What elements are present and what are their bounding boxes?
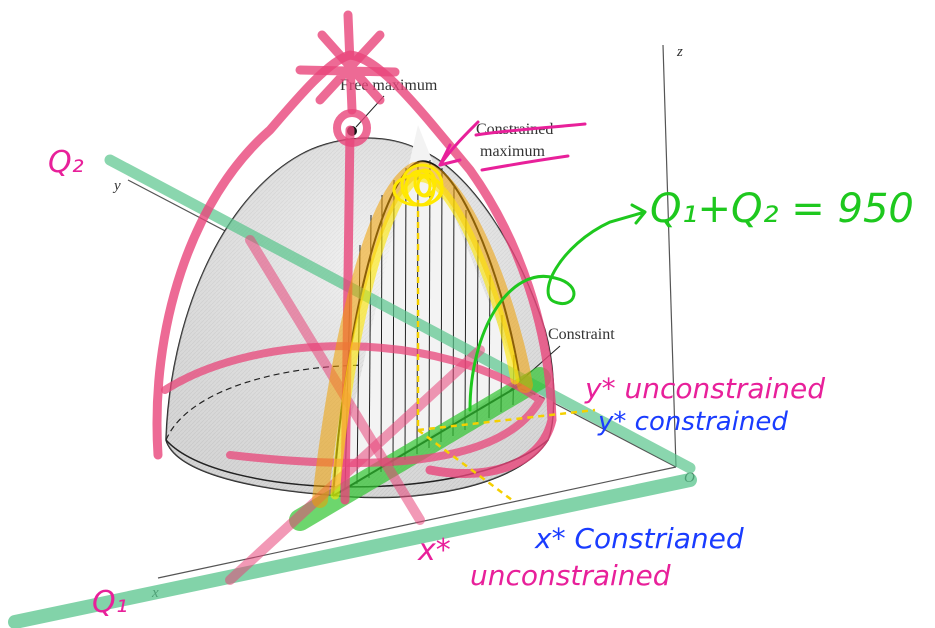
q2-label: Q₂ bbox=[48, 145, 84, 180]
constrained-curve-orange bbox=[312, 161, 533, 508]
constraint-label: Constraint bbox=[548, 326, 615, 343]
dome-pink-outline bbox=[152, 50, 557, 478]
constrained-max-arrow bbox=[438, 120, 480, 167]
free-max-pink-star bbox=[295, 10, 400, 115]
q1-axis-highlight bbox=[8, 473, 697, 628]
constraint-equation: Q₁+Q₂ = 950 bbox=[650, 186, 914, 232]
x-unconstrained-label-1: x* bbox=[417, 533, 451, 568]
equation-pointer-curve bbox=[468, 203, 647, 412]
constraint-slice-plane bbox=[333, 125, 520, 496]
x-star-dashed bbox=[417, 428, 513, 502]
y-axis-label: y bbox=[112, 178, 121, 194]
y-constrained-label: y* constrained bbox=[597, 407, 788, 437]
pink-diagonal-1 bbox=[225, 345, 485, 585]
x-constrained-label: x* Constrianed bbox=[534, 522, 744, 555]
constrained-maximum-label-2: maximum bbox=[480, 143, 545, 160]
constrained-max-underline bbox=[474, 122, 587, 172]
z-axis bbox=[662, 44, 677, 468]
q1-label: Q₁ bbox=[92, 585, 128, 620]
z-axis-label: z bbox=[676, 44, 683, 60]
constraint-green-highlight bbox=[289, 367, 551, 531]
y-unconstrained-label: y* unconstrained bbox=[584, 372, 825, 405]
x-unconstrained-label-2: unconstrained bbox=[470, 559, 671, 592]
y-star-dashed bbox=[417, 408, 596, 432]
